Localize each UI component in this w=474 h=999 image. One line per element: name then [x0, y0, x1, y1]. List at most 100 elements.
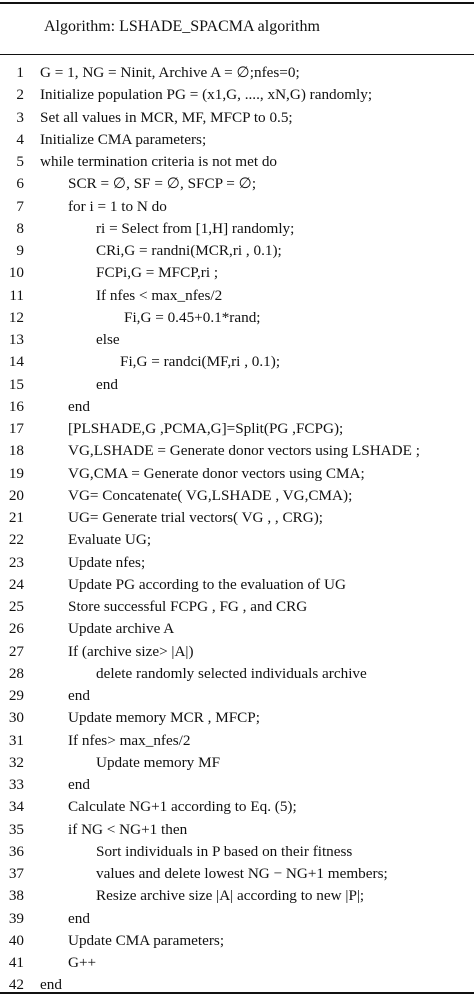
algorithm-line: 25 Store successful FCPG , FG , and CRG: [0, 596, 474, 618]
line-text: delete randomly selected individuals arc…: [96, 664, 367, 682]
line-text: end: [68, 776, 90, 793]
line-number: 36: [8, 842, 24, 860]
algorithm-line: 12 Fi,G = 0.45+0.1*rand;: [0, 307, 474, 329]
line-text: Initialize population PG = (x1,G, ...., …: [40, 86, 373, 104]
line-number: 19: [8, 464, 24, 482]
algorithm-line: 32 Update memory MF: [0, 752, 474, 774]
line-text: G++: [68, 954, 97, 971]
algorithm-line: 22 Evaluate UG;: [0, 529, 474, 551]
line-number: 7: [16, 197, 24, 215]
line-text: Update memory MCR , MFCP;: [68, 709, 260, 727]
line-text: Store successful FCPG , FG , and CRG: [68, 598, 308, 615]
line-text: Evaluate UG;: [68, 531, 152, 549]
line-number: 12: [8, 308, 24, 326]
line-number: 14: [8, 353, 24, 371]
algorithm-line: 35 if NG < NG+1 then: [0, 819, 474, 841]
line-text: VG,CMA = Generate donor vectors using CM…: [68, 464, 365, 482]
algorithm-line: 9 CRi,G = randni(MCR,ri , 0.1);: [0, 240, 474, 262]
line-number: 26: [8, 620, 24, 638]
line-number: 10: [8, 264, 24, 282]
algorithm-line: 13 else: [0, 329, 474, 351]
algorithm-line: 23 Update nfes;: [0, 552, 474, 574]
line-text: Set all values in MCR, MF, MFCP to 0.5;: [40, 108, 293, 126]
algorithm-line: 24 Update PG according to the evaluation…: [0, 574, 474, 596]
algorithm-line: 3 Set all values in MCR, MF, MFCP to 0.5…: [0, 107, 474, 129]
algorithm-line: 27 If (archive size> |A|): [0, 641, 474, 663]
algorithm-line: 21 UG= Generate trial vectors( VG , , CR…: [0, 507, 474, 529]
line-text: else: [96, 331, 120, 348]
algorithm-line: 1 G = 1, NG = Ninit, Archive A = ∅;nfes=…: [0, 62, 474, 84]
line-number: 21: [8, 509, 24, 526]
line-text: end: [96, 375, 118, 393]
line-number: 6: [16, 175, 24, 193]
line-number: 5: [16, 153, 24, 170]
line-text: end: [40, 976, 62, 994]
line-text: VG,LSHADE = Generate donor vectors using…: [68, 442, 420, 460]
algorithm-line: 36 Sort individuals in P based on their …: [0, 841, 474, 863]
line-text: end: [68, 909, 90, 927]
algorithm-line: 11 If nfes < max_nfes/2: [0, 285, 474, 307]
algorithm-line: 6 SCR = ∅, SF = ∅, SFCP = ∅;: [0, 173, 474, 195]
algorithm-line: 26 Update archive A: [0, 618, 474, 640]
line-number: 32: [8, 753, 24, 771]
algorithm-line: 18 VG,LSHADE = Generate donor vectors us…: [0, 440, 474, 462]
bottom-rule: [0, 992, 474, 994]
line-number: 34: [8, 798, 24, 816]
line-number: 41: [8, 954, 24, 971]
algorithm-line: 38 Resize archive size |A| according to …: [0, 885, 474, 907]
line-text: FCPi,G = MFCP,ri ;: [96, 264, 219, 282]
line-number: 24: [8, 575, 24, 593]
algorithm-lines: 1 G = 1, NG = Ninit, Archive A = ∅;nfes=…: [0, 62, 474, 997]
algorithm-line: 42 end: [0, 974, 474, 996]
line-number: 15: [8, 375, 24, 393]
line-number: 30: [8, 709, 24, 727]
algorithm-line: 29 end: [0, 685, 474, 707]
line-text: If (archive size> |A|): [68, 642, 194, 660]
algorithm-line: 31 If nfes> max_nfes/2: [0, 730, 474, 752]
algorithm-line: 40 Update CMA parameters;: [0, 930, 474, 952]
line-number: 16: [8, 397, 24, 415]
algorithm-title: Algorithm: LSHADE_SPACMA algorithm: [44, 18, 320, 35]
line-text: SCR = ∅, SF = ∅, SFCP = ∅;: [68, 175, 257, 193]
line-number: 23: [8, 553, 24, 571]
algorithm-line: 2 Initialize population PG = (x1,G, ....…: [0, 84, 474, 106]
line-text: VG= Concatenate( VG,LSHADE , VG,CMA);: [68, 486, 353, 504]
algorithm-line: 37 values and delete lowest NG − NG+1 me…: [0, 863, 474, 885]
line-number: 4: [16, 130, 24, 148]
line-text: Update nfes;: [68, 553, 146, 571]
algorithm-line: 17 [PLSHADE,G ,PCMA,G]=Split(PG ,FCPG);: [0, 418, 474, 440]
line-text: G = 1, NG = Ninit, Archive A = ∅;nfes=0;: [40, 64, 300, 81]
line-text: Update PG according to the evaluation of…: [68, 575, 346, 593]
line-number: 38: [8, 887, 24, 905]
algorithm-line: 14 Fi,G = randci(MF,ri , 0.1);: [0, 351, 474, 373]
line-number: 25: [8, 598, 24, 615]
algorithm-line: 19 VG,CMA = Generate donor vectors using…: [0, 463, 474, 485]
line-number: 29: [8, 687, 24, 704]
line-number: 13: [8, 331, 24, 348]
line-text: Update archive A: [68, 620, 175, 638]
line-number: 39: [8, 909, 24, 927]
algorithm-line: 28 delete randomly selected individuals …: [0, 663, 474, 685]
line-text: for i = 1 to N do: [68, 197, 167, 215]
line-text: Initialize CMA parameters;: [40, 130, 207, 148]
line-number: 42: [8, 976, 24, 994]
line-number: 2: [16, 86, 24, 104]
header-rule: [0, 54, 474, 55]
line-text: Calculate NG+1 according to Eq. (5);: [68, 798, 297, 816]
algorithm-line: 8 ri = Select from [1,H] randomly;: [0, 218, 474, 240]
line-number: 8: [16, 219, 24, 237]
line-text: CRi,G = randni(MCR,ri , 0.1);: [96, 242, 282, 259]
line-number: 22: [8, 531, 24, 549]
line-number: 33: [8, 776, 24, 793]
line-text: Update CMA parameters;: [68, 931, 225, 949]
algorithm-line: 33 end: [0, 774, 474, 796]
line-text: Resize archive size |A| according to new…: [96, 887, 365, 905]
line-number: 28: [8, 664, 24, 682]
algorithm-line: 39 end: [0, 908, 474, 930]
line-text: [PLSHADE,G ,PCMA,G]=Split(PG ,FCPG);: [68, 420, 344, 437]
algorithm-line: 16 end: [0, 396, 474, 418]
line-text: ri = Select from [1,H] randomly;: [96, 219, 295, 237]
line-text: end: [68, 687, 90, 704]
line-number: 37: [8, 865, 24, 882]
